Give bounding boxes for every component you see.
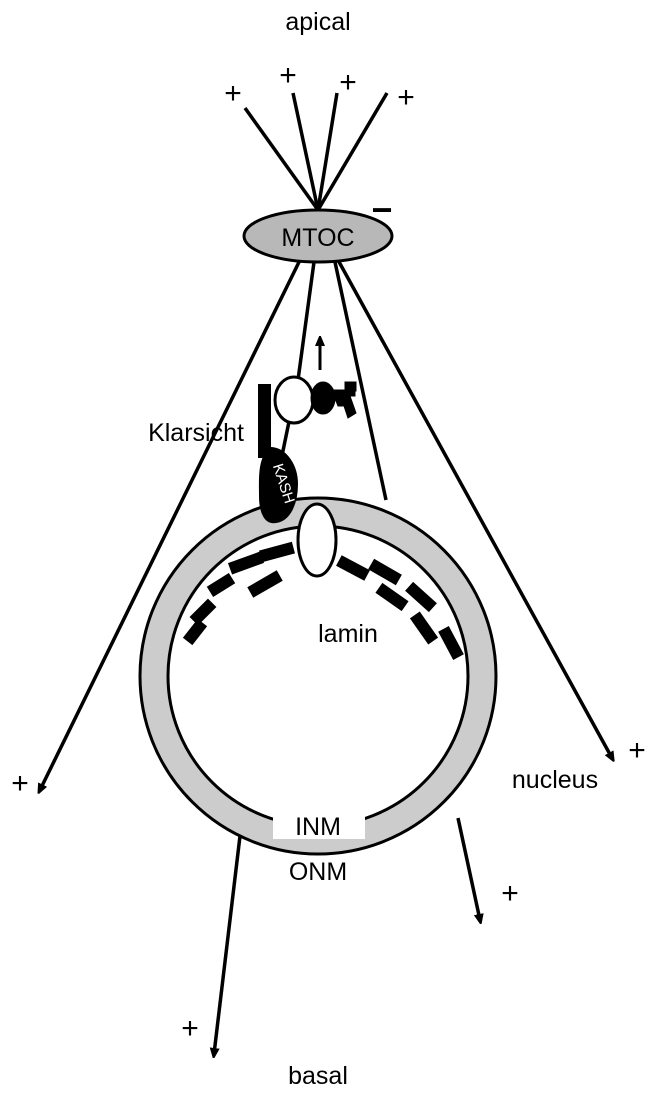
plus-sign: + [397,81,415,114]
inm-label: INM [295,813,341,841]
nucleus-label: nucleus [512,766,598,794]
plus-sign: + [279,59,297,92]
nuclear-pore [298,504,336,576]
apical-microtubules [245,93,387,210]
lamin-label: lamin [318,620,378,648]
minus-sign: − [371,189,392,230]
basal-label: basal [288,1062,348,1090]
apical-label: apical [285,8,350,36]
vesicle [275,377,313,423]
mtoc-label: MTOC [281,224,354,252]
plus-sign: + [628,734,646,767]
plus-sign: + [181,1012,199,1045]
dynein-motor [311,382,356,418]
plus-sign: + [11,767,29,800]
plus-sign: + [224,77,242,110]
onm-label: ONM [289,858,347,886]
klarsicht-label: Klarsicht [148,419,244,447]
plus-sign: + [339,66,357,99]
plus-sign: + [501,877,519,910]
